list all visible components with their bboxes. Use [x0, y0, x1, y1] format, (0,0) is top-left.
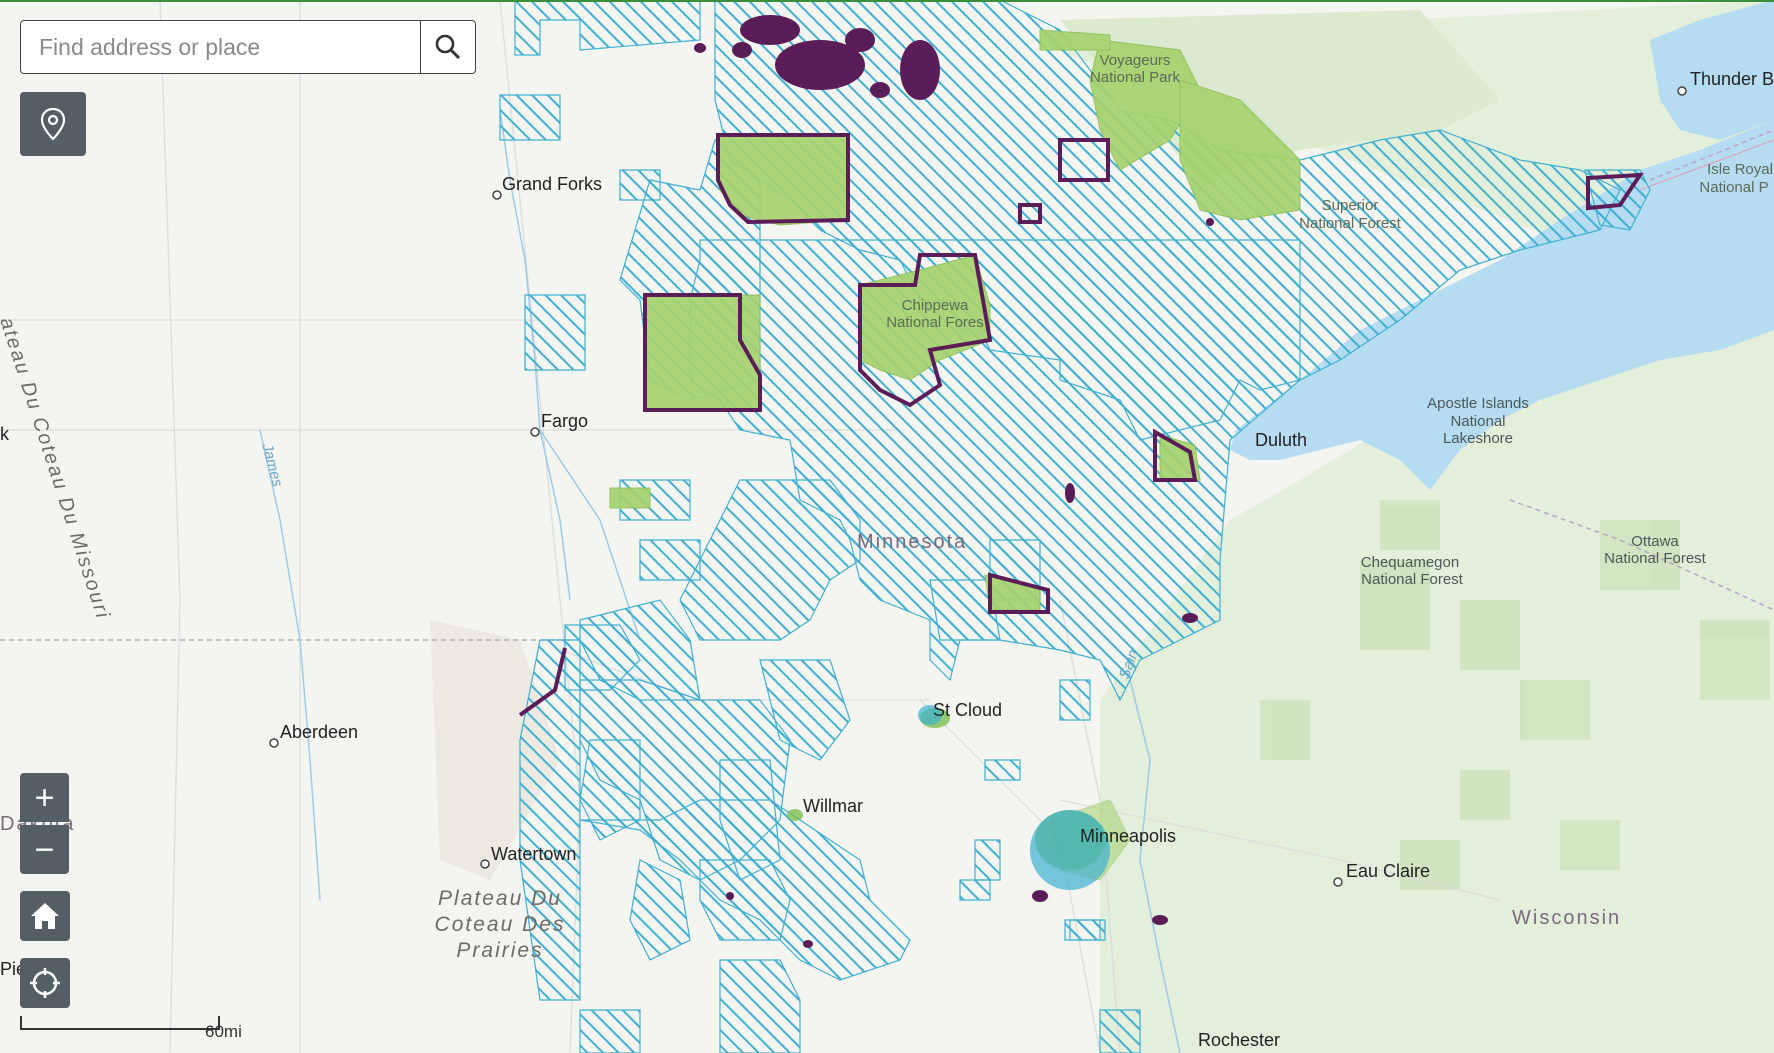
search-widget	[20, 20, 476, 74]
label-watertown: Watertown	[491, 844, 576, 864]
label-minnesota: Minnesota	[857, 531, 967, 553]
label-aberdeen: Aberdeen	[280, 722, 358, 742]
minus-icon: −	[34, 830, 55, 869]
label-minneapolis: Minneapolis	[1080, 826, 1176, 846]
map-pin-icon	[40, 107, 66, 141]
label-chequamegon-line1: Chequamegon	[1361, 554, 1459, 571]
label-grand-forks: Grand Forks	[502, 174, 602, 194]
label-rochester: Rochester	[1198, 1030, 1280, 1050]
label-superior-line2: National Forest	[1299, 215, 1402, 232]
label-chequamegon-line2: National Forest	[1361, 571, 1464, 588]
label-apostle-line2: National	[1450, 413, 1505, 430]
scale-label: 60mi	[205, 1022, 242, 1041]
label-superior-line1: Superior	[1322, 197, 1379, 214]
label-fargo: Fargo	[541, 411, 588, 431]
my-location-button[interactable]	[20, 958, 70, 1008]
label-chippewa-line1: Chippewa	[902, 297, 969, 314]
label-wisconsin: Wisconsin	[1512, 907, 1621, 929]
label-chippewa-line2: National Fores	[886, 314, 984, 331]
zoom-in-button[interactable]: +	[20, 773, 69, 822]
label-willmar: Willmar	[803, 796, 863, 816]
label-isle-royale-line1: Isle Royal	[1707, 161, 1773, 178]
label-ottawa-line1: Ottawa	[1631, 533, 1679, 550]
label-isle-royale-line2: National P	[1699, 179, 1768, 196]
label-voyageurs-line1: Voyageurs	[1100, 52, 1171, 69]
search-button[interactable]	[420, 21, 475, 73]
search-input[interactable]	[21, 21, 420, 73]
home-button[interactable]	[20, 891, 70, 941]
search-icon	[435, 34, 461, 60]
scale-bar	[20, 1016, 220, 1030]
label-duluth: Duluth	[1255, 430, 1307, 450]
plus-icon: +	[34, 778, 55, 817]
home-icon	[31, 903, 59, 929]
label-plateau-line3: Prairies	[456, 939, 543, 962]
top-accent-bar	[0, 0, 1774, 2]
label-lake-edge: k	[0, 424, 10, 444]
zoom-out-button[interactable]: −	[20, 825, 69, 874]
label-thunder-bay: Thunder B	[1690, 69, 1774, 89]
label-st-cloud: St Cloud	[933, 700, 1002, 720]
label-eau-claire: Eau Claire	[1346, 861, 1430, 881]
label-voyageurs-line2: National Park	[1090, 69, 1181, 86]
label-plateau-line1: Plateau Du	[438, 887, 562, 910]
crosshair-icon	[30, 968, 60, 998]
label-apostle-line3: Lakeshore	[1443, 430, 1513, 447]
locate-place-button[interactable]	[20, 92, 86, 156]
label-apostle-line1: Apostle Islands	[1427, 395, 1529, 412]
label-ottawa-line2: National Forest	[1604, 550, 1707, 567]
label-plateau-line2: Coteau Des	[435, 913, 566, 936]
